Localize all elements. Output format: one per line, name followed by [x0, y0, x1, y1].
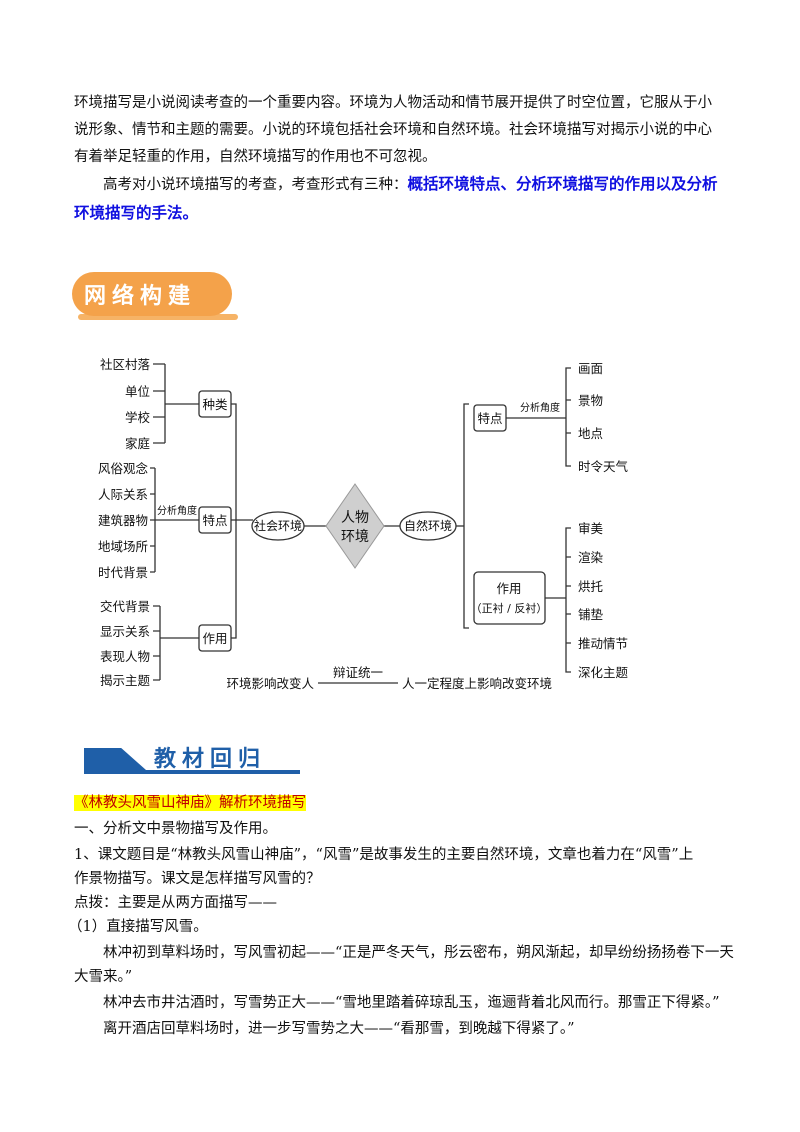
- social-type-item: 学校: [125, 410, 151, 425]
- natural-features-angle: 分析角度: [520, 401, 560, 414]
- exam-forms-bold: 概括环境特点、分析环境描写的作用以及分析环境描写的手法。: [74, 174, 718, 222]
- banner-underline: [84, 770, 300, 774]
- natural-function-sub: （正衬 / 反衬）: [471, 602, 548, 615]
- social-type-item: 社区村落: [100, 357, 151, 372]
- natural-env-label: 自然环境: [404, 518, 452, 533]
- dialectic-left: 环境影响改变人: [226, 676, 314, 691]
- social-features-angle: 分析角度: [157, 504, 197, 517]
- body-line: （1）直接描写风雪。: [68, 919, 208, 935]
- natural-function-item: 铺垫: [578, 607, 604, 622]
- social-function-label: 作用: [202, 631, 227, 646]
- social-type-item: 家庭: [125, 436, 151, 451]
- social-feature-item: 地域场所: [98, 539, 148, 554]
- natural-feature-item: 时令天气: [578, 459, 629, 474]
- social-feature-item: 建筑器物: [98, 513, 148, 528]
- social-function-item: 表现人物: [100, 649, 150, 664]
- natural-function-label: 作用: [496, 581, 521, 596]
- body-line: 大雪来。”: [74, 969, 133, 985]
- intro-paragraph: 环境描写是小说阅读考查的一个重要内容。环境为人物活动和情节展开提供了时空位置，它…: [74, 95, 712, 165]
- center-label-1: 人物: [341, 510, 369, 526]
- social-function-item: 揭示主题: [100, 673, 151, 688]
- natural-function-item: 审美: [578, 521, 603, 536]
- social-feature-item: 风俗观念: [98, 461, 149, 476]
- natural-function-item: 推动情节: [578, 636, 628, 651]
- natural-feature-item: 地点: [578, 426, 603, 441]
- social-env-label: 社会环境: [254, 518, 302, 533]
- natural-feature-item: 景物: [578, 393, 603, 408]
- body-line: 作景物描写。课文是怎样描写风雪的？: [74, 871, 321, 887]
- exam-forms-lead: 高考对小说环境描写的考查，考查形式有三种：: [103, 177, 408, 193]
- social-function-item: 显示关系: [100, 624, 150, 639]
- banner-title: 教材回归: [154, 747, 267, 772]
- banner-background: [72, 272, 232, 316]
- network-banner: 网络构建: [72, 270, 240, 326]
- banner-shape: [84, 748, 146, 770]
- social-features-label: 特点: [202, 513, 227, 528]
- section-title: 《林教头风雪山神庙》解析环境描写: [74, 795, 306, 811]
- social-types-label: 种类: [202, 397, 228, 412]
- natural-function-item: 深化主题: [578, 665, 629, 680]
- body-line: 离开酒店回草料场时，进一步写雪势之大——“看那雪，到晚越下得紧了。”: [103, 1021, 575, 1037]
- dialectic-right: 人一定程度上影响改变环境: [402, 676, 552, 691]
- natural-features-label: 特点: [477, 411, 502, 426]
- body-line: 一、分析文中景物描写及作用。: [74, 821, 277, 837]
- banner-title: 网络构建: [84, 284, 197, 309]
- natural-function-item: 渲染: [578, 550, 604, 565]
- banner-underline: [78, 314, 238, 320]
- social-type-item: 单位: [125, 384, 150, 399]
- social-feature-item: 人际关系: [98, 487, 148, 502]
- body-line: 林冲初到草料场时，写风雪初起——“正是严冬天气，彤云密布，朔风渐起，却早纷纷扬扬…: [103, 945, 734, 961]
- social-feature-item: 时代背景: [98, 565, 148, 580]
- center-label-2: 环境: [341, 529, 369, 545]
- exam-forms-paragraph: 高考对小说环境描写的考查，考查形式有三种：概括环境特点、分析环境描写的作用以及分…: [74, 170, 724, 228]
- natural-feature-item: 画面: [578, 361, 603, 376]
- review-banner: 教材回归: [84, 740, 304, 776]
- social-function-item: 交代背景: [100, 599, 150, 614]
- natural-function-item: 烘托: [578, 579, 603, 594]
- mind-map-diagram: 人物 环境 社会环境 自然环境 种类 特点 作用 分析角度 社区村落 单位 学校…: [98, 357, 629, 691]
- body-line: 1、课文题目是“林教头风雪山神庙”，“风雪”是故事发生的主要自然环境，文章也着力…: [74, 847, 694, 863]
- dialectic-mid: 辩证统一: [333, 665, 383, 680]
- body-line: 林冲去市井沽酒时，写雪势正大——“雪地里踏着碎琼乱玉，迤逦背着北风而行。那雪正下…: [103, 995, 720, 1011]
- body-line: 点拨：主要是从两方面描写——: [74, 895, 277, 911]
